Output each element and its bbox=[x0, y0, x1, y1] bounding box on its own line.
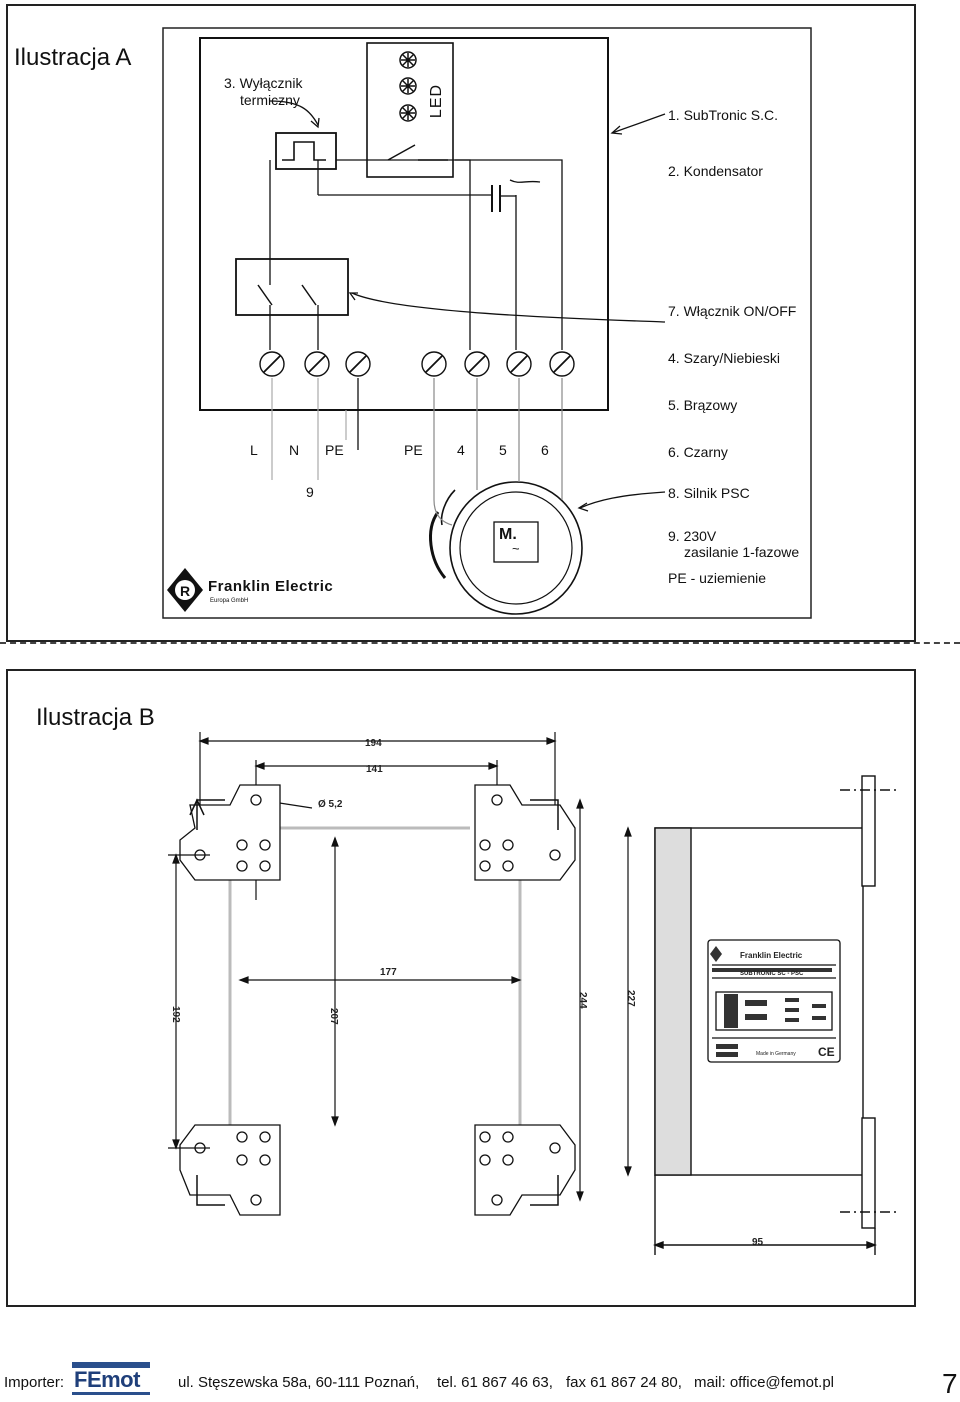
bracket-bottom-right bbox=[474, 1124, 576, 1216]
svg-text:R: R bbox=[180, 583, 190, 599]
legend-item-1: 1. SubTronic S.C. bbox=[668, 107, 778, 123]
motor-psc bbox=[429, 481, 583, 615]
legend-item-5: 5. Brązowy bbox=[668, 397, 738, 413]
dim-h-mid: 207 bbox=[328, 1008, 339, 1025]
led-indicators bbox=[399, 51, 417, 122]
dim-width-outer: 194 bbox=[365, 738, 382, 749]
terminal-label-5: 5 bbox=[499, 442, 507, 458]
terminal-label-6: 6 bbox=[541, 442, 549, 458]
thermal-switch-label-1: 3. Wyłącznik bbox=[224, 75, 303, 91]
bracket-top-left bbox=[179, 784, 281, 881]
thermal-switch-box bbox=[275, 132, 337, 170]
nameplate-made-in: Made in Germany bbox=[756, 1051, 796, 1057]
nameplate-ce: CE bbox=[818, 1045, 835, 1059]
legend-item-4: 4. Szary/Niebieski bbox=[668, 350, 781, 366]
terminal-label-4: 4 bbox=[457, 442, 465, 458]
legend-item-9-line2: zasilanie 1-fazowe bbox=[684, 544, 800, 560]
motor-label: M. bbox=[499, 526, 517, 543]
nameplate-model: SUBTRONIC SC - PSC bbox=[740, 971, 804, 977]
section-divider bbox=[0, 642, 960, 644]
motor-symbol: ~ bbox=[512, 541, 520, 556]
femot-logo: FEmot bbox=[72, 1362, 150, 1396]
legend-item-pe: PE - uziemienie bbox=[668, 570, 767, 586]
legend-item-2: 2. Kondensator bbox=[668, 163, 763, 179]
femot-logo-text: FEmot bbox=[74, 1367, 140, 1392]
dim-width-body: 177 bbox=[380, 967, 397, 978]
footer-address: ul. Stęszewska 58a, 60-111 Poznań, bbox=[178, 1374, 420, 1391]
led-board bbox=[366, 42, 454, 178]
panel-illustration-b bbox=[6, 669, 916, 1307]
terminal-label-n: N bbox=[289, 442, 300, 458]
diagram-frame bbox=[162, 27, 812, 619]
illustration-b-title: Ilustracja B bbox=[36, 704, 155, 731]
legend-item-6: 6. Czarny bbox=[668, 444, 728, 460]
legend-item-7: 7. Włącznik ON/OFF bbox=[668, 303, 797, 319]
base-plate bbox=[228, 826, 522, 1125]
panel-illustration-a bbox=[6, 4, 916, 642]
legend-item-9-line1: 9. 230V bbox=[668, 528, 717, 544]
capacitor-symbol bbox=[491, 185, 501, 212]
page-number: 7 bbox=[942, 1368, 958, 1399]
terminal-label-pe-1: PE bbox=[325, 442, 344, 458]
franklin-electric-logo: R bbox=[167, 568, 203, 612]
dim-hole: Ø 5,2 bbox=[318, 799, 343, 810]
footer-tel: tel. 61 867 46 63, bbox=[437, 1374, 553, 1391]
dim-h-inner: 244 bbox=[577, 992, 588, 1009]
dim-depth: 95 bbox=[752, 1237, 764, 1248]
dim-width-inner: 141 bbox=[366, 764, 383, 775]
nameplate-brand: Franklin Electric bbox=[740, 951, 803, 960]
controller-enclosure bbox=[199, 37, 609, 411]
dim-h-side: 227 bbox=[625, 990, 636, 1007]
dim-h-outer: 192 bbox=[170, 1006, 181, 1023]
importer-label: Importer: bbox=[4, 1374, 65, 1391]
terminal-label-l: L bbox=[250, 442, 258, 458]
bracket-top-right bbox=[474, 784, 576, 881]
footer-fax: fax 61 867 24 80, bbox=[566, 1374, 682, 1391]
brand-logo-sub: Europa GmbH bbox=[210, 598, 249, 604]
footer-mail: mail: office@femot.pl bbox=[694, 1374, 835, 1391]
brand-logo-text: Franklin Electric bbox=[208, 578, 334, 595]
on-off-switch-box bbox=[235, 258, 349, 316]
thermal-switch-label-2: termiczny bbox=[240, 92, 300, 108]
illustration-a-title: Ilustracja A bbox=[14, 44, 132, 71]
terminal-label-pe-2: PE bbox=[404, 442, 423, 458]
wires bbox=[269, 159, 563, 450]
supply-label: 9 bbox=[306, 484, 314, 500]
legend-item-8: 8. Silnik PSC bbox=[668, 485, 750, 501]
